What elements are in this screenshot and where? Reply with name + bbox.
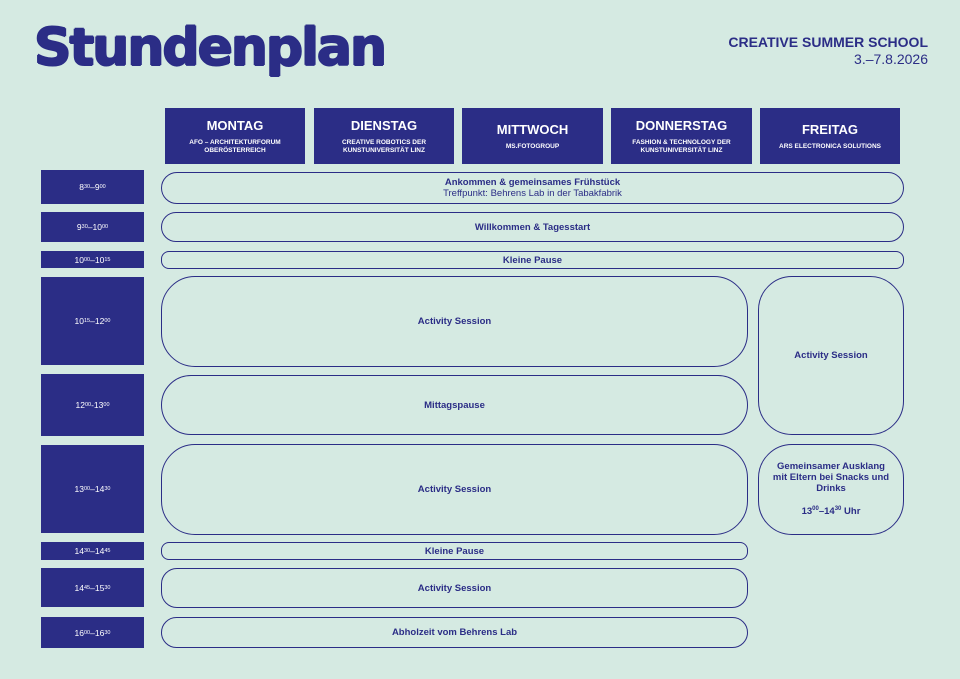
day-name: FREITAG <box>801 121 859 137</box>
school-name: CREATIVE SUMMER SCHOOL <box>728 34 928 50</box>
slot-friday-closing: Gemeinsamer Ausklang mit Eltern bei Snac… <box>758 444 904 535</box>
friday-closing-time: 1300–1430 Uhr <box>801 506 861 518</box>
day-host: ARS ELECTRONICA SOLUTIONS <box>779 142 881 150</box>
slot-friday-activity: Activity Session <box>758 276 904 435</box>
slot-break: Kleine Pause <box>161 542 748 560</box>
slot-activity-session: Activity Session <box>161 568 748 608</box>
day-header-thursday: DONNERSTAG FASHION & TECHNOLOGY DER KUNS… <box>611 108 752 164</box>
day-header-wednesday: MITTWOCH MS.FOTOGROUP <box>462 108 603 164</box>
day-name: MITTWOCH <box>496 121 569 137</box>
slot-welcome: Willkommen & Tagesstart <box>161 212 904 242</box>
slot-breakfast: Ankommen & gemeinsames Frühstück Treffpu… <box>161 172 904 204</box>
day-host: AFO – ARCHITEKTURFORUM OBERÖSTERREICH <box>189 138 281 154</box>
slot-activity-session: Activity Session <box>161 444 748 535</box>
day-name: DONNERSTAG <box>635 117 728 133</box>
day-header-friday: FREITAG ARS ELECTRONICA SOLUTIONS <box>760 108 900 164</box>
school-dates: 3.–7.8.2026 <box>854 51 928 67</box>
day-host: MS.FOTOGROUP <box>505 142 560 150</box>
day-host: FASHION & TECHNOLOGY DER KUNSTUNIVERSITÄ… <box>632 138 731 154</box>
school-info: CREATIVE SUMMER SCHOOL 3.–7.8.2026 <box>728 34 928 68</box>
day-name: MONTAG <box>206 117 264 133</box>
day-host: CREATIVE ROBOTICS DER KUNSTUNIVERSITÄT L… <box>341 138 427 154</box>
slot-break: Kleine Pause <box>161 251 904 269</box>
day-name: DIENSTAG <box>350 117 418 133</box>
day-header-monday: MONTAG AFO – ARCHITEKTURFORUM OBERÖSTERR… <box>165 108 305 164</box>
slot-activity-session: Activity Session <box>161 276 748 367</box>
slot-pickup: Abholzeit vom Behrens Lab <box>161 617 748 648</box>
page-title: Stundenplan <box>34 18 387 78</box>
day-header-tuesday: DIENSTAG CREATIVE ROBOTICS DER KUNSTUNIV… <box>314 108 454 164</box>
slot-lunch: Mittagspause <box>161 375 748 435</box>
